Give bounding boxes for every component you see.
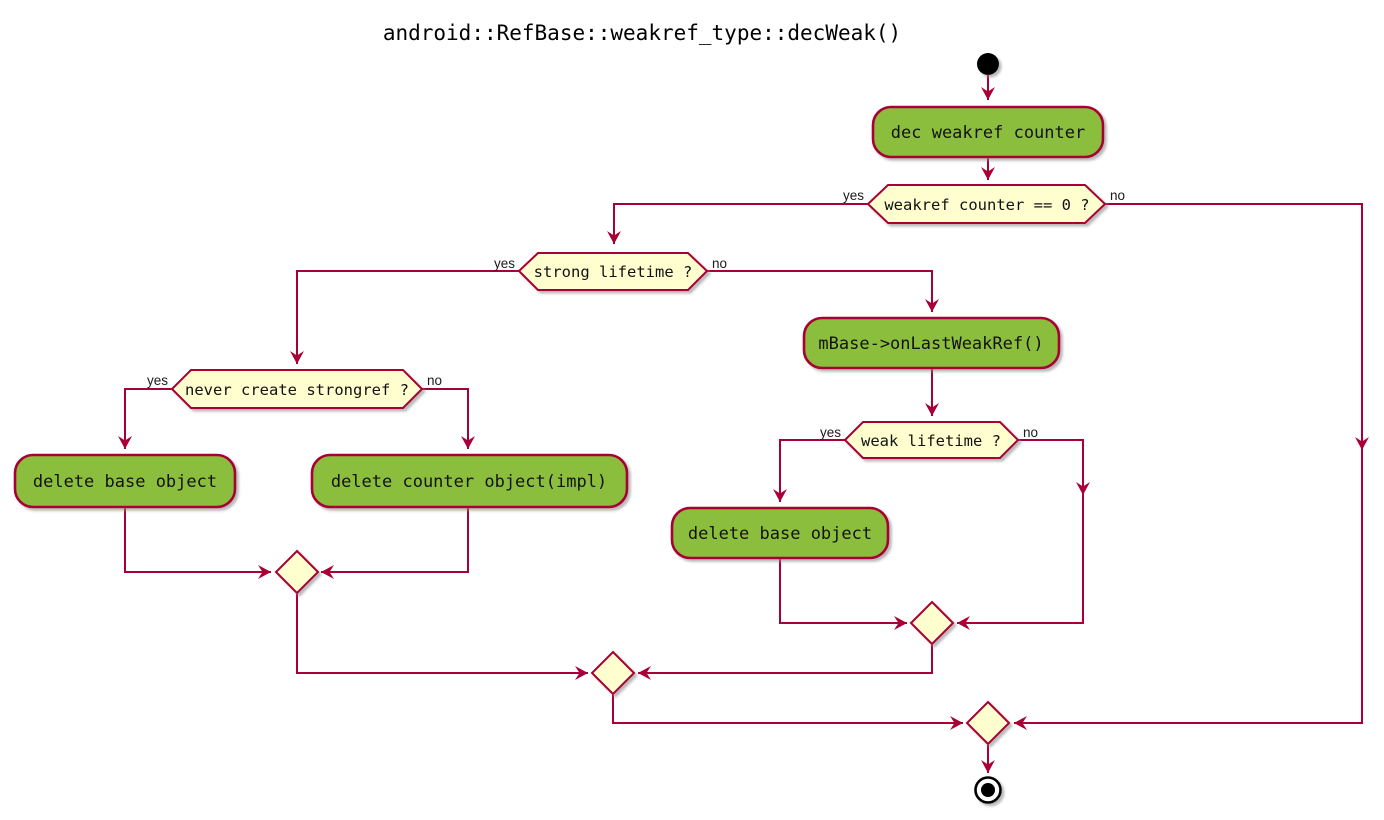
label-never-create-no: no	[427, 373, 442, 388]
decision-strong-lifetime	[517, 252, 709, 291]
diagram-title: android::RefBase::weakref_type::decWeak(…	[383, 21, 901, 45]
edge-merge1-to-merge2	[296, 594, 588, 680]
activity-dec-weakref-counter	[871, 105, 1105, 159]
label-strong-lifetime-yes: yes	[494, 256, 515, 271]
decision-strong-lifetime-label: strong lifetime ?	[534, 263, 693, 281]
activity-mbase-onlastweakref	[802, 316, 1061, 370]
label-strong-lifetime-no: no	[712, 256, 727, 271]
activity-delete-base-object-right-label: delete base object	[688, 524, 872, 544]
label-weakref-counter-yes: yes	[843, 188, 864, 203]
edge-strong-lifetime-no	[707, 270, 939, 312]
activity-delete-base-object-left-label: delete base object	[33, 472, 217, 492]
edge-weak-lifetime-yes	[773, 439, 845, 502]
decision-weakref-counter-label: weakref counter == 0 ?	[884, 196, 1089, 214]
decision-weakref-counter	[866, 184, 1107, 224]
edge-delete-base-right-to-merge3	[779, 558, 907, 630]
decision-weak-lifetime-label: weak lifetime ?	[861, 432, 1001, 450]
edge-weakref-counter-no	[1014, 203, 1363, 730]
edge-weakref-counter-yes	[607, 203, 868, 244]
activity-delete-counter-object-impl	[310, 453, 629, 509]
merge-diamond-2	[590, 650, 636, 696]
activity-mbase-onlastweakref-label: mBase->onLastWeakRef()	[818, 334, 1043, 354]
end-node-inner-dot	[981, 783, 995, 797]
edge-merge3-to-merge2	[638, 645, 933, 680]
label-never-create-yes: yes	[147, 373, 168, 388]
edge-delete-base-left-to-merge1	[124, 507, 271, 579]
edge-weak-lifetime-no	[957, 439, 1084, 630]
edge-merge2-to-merge4	[612, 695, 963, 730]
decision-weak-lifetime	[843, 421, 1020, 459]
activity-dec-weakref-counter-label: dec weakref counter	[891, 123, 1085, 143]
start-node	[977, 53, 999, 75]
decision-never-create-strongref-label: never create strongref ?	[185, 381, 409, 399]
edge-never-create-yes	[118, 388, 172, 449]
merge-diamond-weak-branch	[909, 600, 955, 646]
label-weakref-counter-no: no	[1110, 188, 1125, 203]
decision-never-create-strongref	[170, 369, 424, 409]
merge-diamond-final	[965, 700, 1011, 746]
edge-strong-lifetime-yes	[290, 270, 519, 364]
activity-delete-base-object-left	[13, 453, 237, 509]
activity-delete-counter-object-impl-label: delete counter object(impl)	[331, 472, 607, 492]
merge-diamond-1	[274, 549, 320, 595]
edge-delete-counter-to-merge1	[321, 507, 469, 579]
label-weak-lifetime-no: no	[1023, 425, 1038, 440]
label-weak-lifetime-yes: yes	[820, 425, 841, 440]
edge-never-create-no	[422, 388, 475, 449]
activity-delete-base-object-right	[670, 506, 890, 560]
